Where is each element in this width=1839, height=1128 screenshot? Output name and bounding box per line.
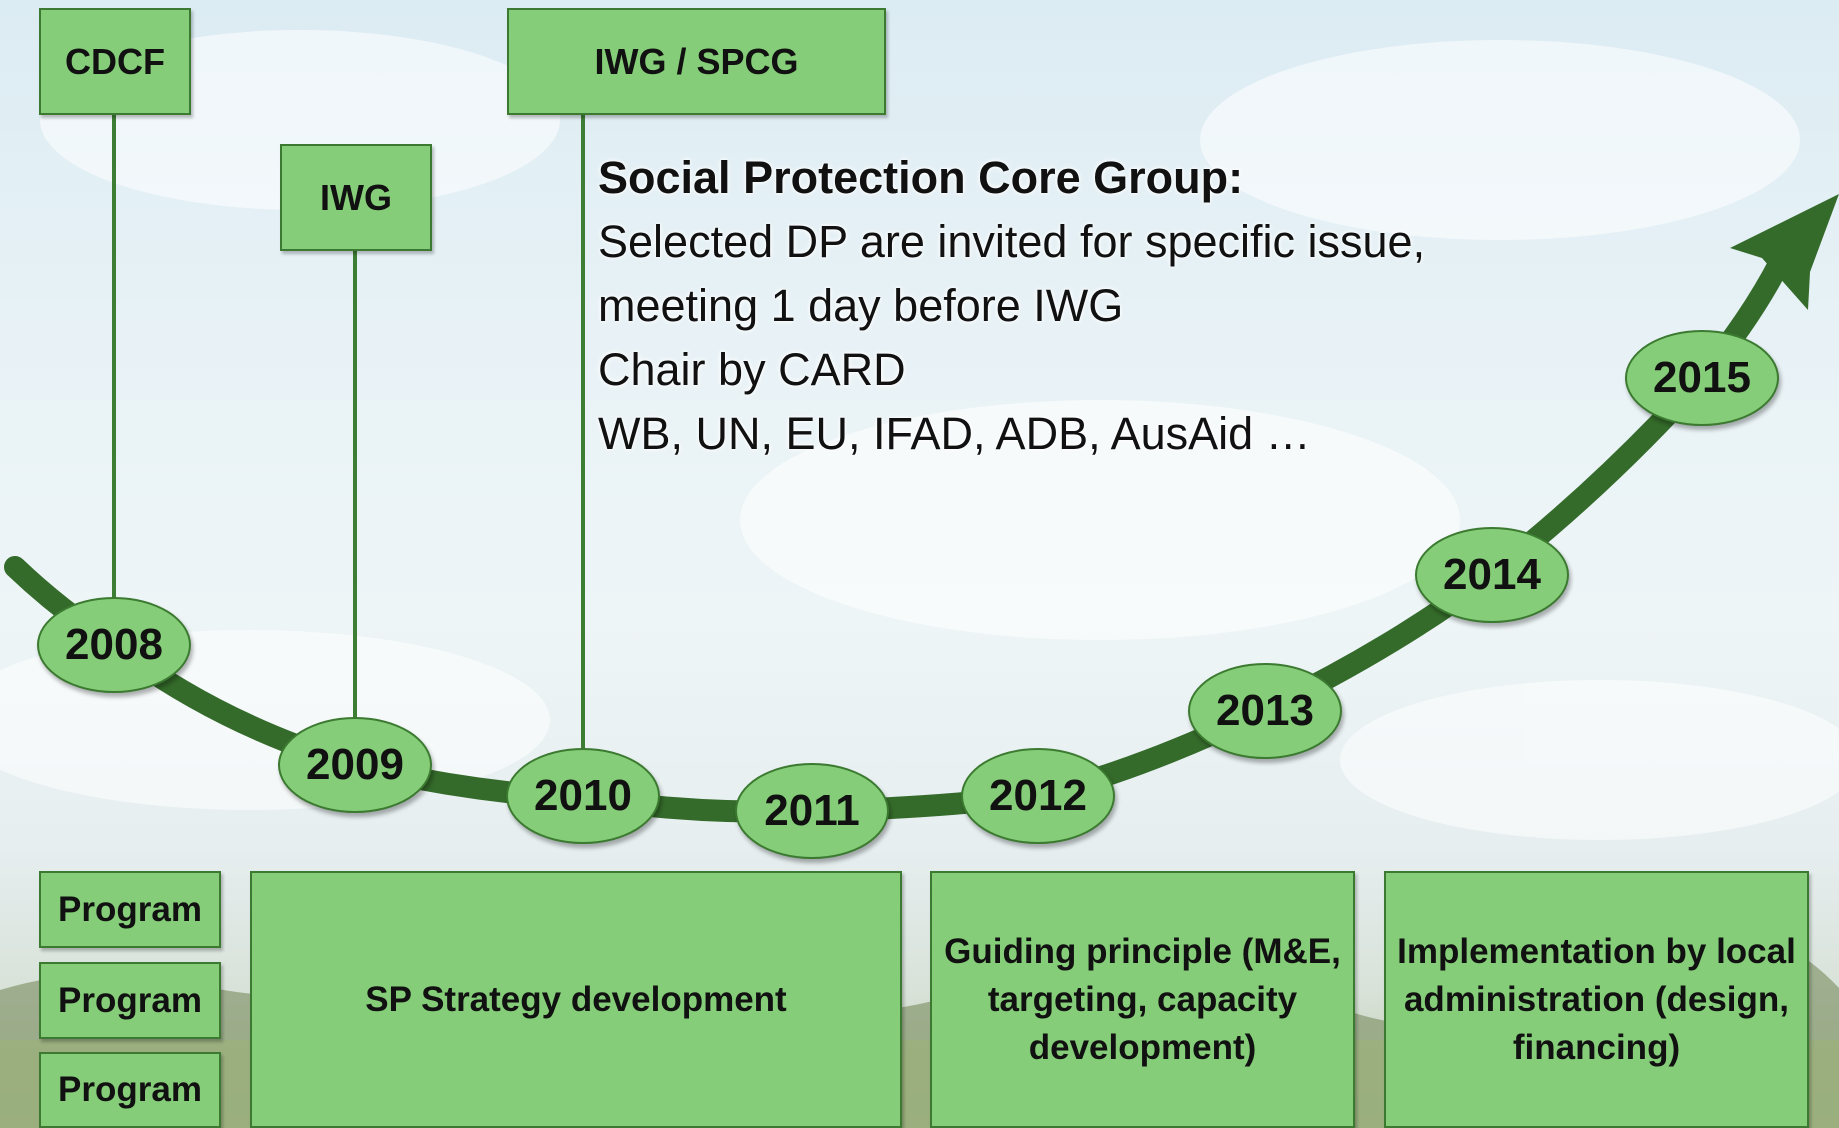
iwg-label: IWG xyxy=(320,176,392,218)
core-group-line: Chair by CARD xyxy=(598,344,906,395)
core-group-description: Social Protection Core Group: Selected D… xyxy=(598,146,1425,466)
timeline-curve xyxy=(4,251,1791,823)
year-2008: 2008 xyxy=(37,597,191,693)
iwg-spcg-label: IWG / SPCG xyxy=(594,40,799,82)
core-group-line: Selected DP are invited for specific iss… xyxy=(598,216,1426,267)
cdcf-label: CDCF xyxy=(65,40,165,82)
iwg-box: IWG xyxy=(280,144,432,251)
program-box-1: Program xyxy=(39,871,221,948)
core-group-heading: Social Protection Core Group: xyxy=(598,152,1244,203)
program-label: Program xyxy=(58,1070,202,1109)
year-2012: 2012 xyxy=(961,748,1115,844)
year-2014: 2014 xyxy=(1415,527,1569,623)
guiding-principle-box: Guiding principle (M&E, targeting, capac… xyxy=(930,871,1355,1128)
year-2015: 2015 xyxy=(1625,330,1779,426)
core-group-line: WB, UN, EU, IFAD, ADB, AusAid … xyxy=(598,408,1311,459)
program-box-3: Program xyxy=(39,1052,221,1128)
core-group-line: meeting 1 day before IWG xyxy=(598,280,1124,331)
guiding-principle-label: Guiding principle (M&E, targeting, capac… xyxy=(944,931,1341,1067)
sp-strategy-label: SP Strategy development xyxy=(365,979,787,1019)
iwg-spcg-box: IWG / SPCG xyxy=(507,8,886,115)
program-box-2: Program xyxy=(39,962,221,1039)
cdcf-box: CDCF xyxy=(39,8,191,115)
year-2010: 2010 xyxy=(506,748,660,844)
implementation-box: Implementation by local administration (… xyxy=(1384,871,1809,1128)
year-2009: 2009 xyxy=(278,717,432,813)
sp-strategy-box: SP Strategy development xyxy=(250,871,902,1128)
timeline-arrow-head-icon xyxy=(1730,194,1839,310)
program-label: Program xyxy=(58,889,202,929)
year-2013: 2013 xyxy=(1188,663,1342,759)
year-2011: 2011 xyxy=(735,763,889,859)
program-label: Program xyxy=(58,980,202,1020)
implementation-label: Implementation by local administration (… xyxy=(1397,931,1796,1067)
